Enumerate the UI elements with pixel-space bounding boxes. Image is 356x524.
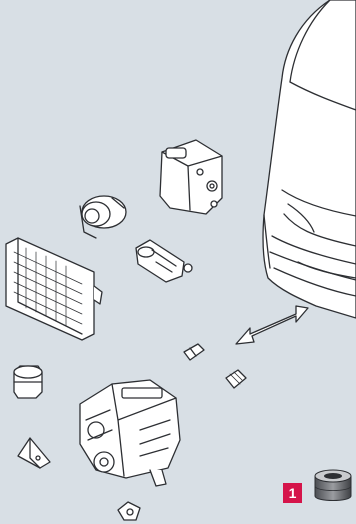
hose-piece-1 [184,344,204,360]
compressor [14,366,42,398]
double-arrow-icon [236,306,308,344]
truck-cab [263,0,356,318]
radiator [6,238,102,340]
bracket [18,438,50,468]
part-number-label: 1 [283,483,302,503]
alternator [80,196,126,238]
bushing-part-icon[interactable] [312,466,354,506]
engine [80,380,180,486]
heater-unit [160,140,222,214]
fuel-pump [136,240,192,282]
hose-piece-2 [226,370,246,388]
mount-part [118,502,140,520]
